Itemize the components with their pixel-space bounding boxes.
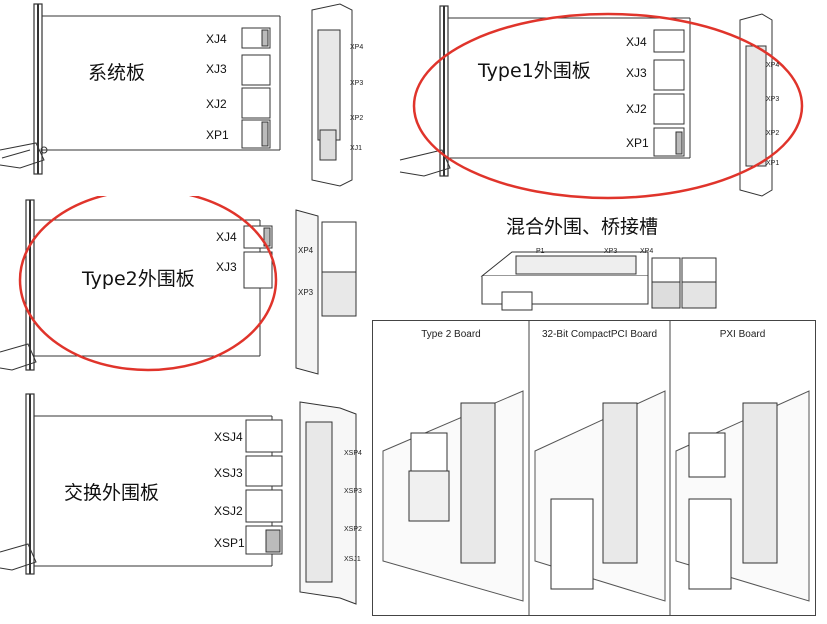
system-board-side-label-0: XP4 [350,44,364,51]
type1-board-side-label-0: XP4 [766,62,780,69]
system-board-panel: 系统板 XJ4 XJ3 XJ2 XP1 XP4 XP3 XP2 XJ1 [0,0,380,190]
type2-board-connector-xj3: XJ3 [216,260,237,274]
system-board-drawing [0,3,353,187]
hybrid-slot-label-xp4: XP4 [640,248,654,255]
switch-board-side-label-3: XSJ1 [344,556,361,563]
system-board-title: 系统板 [88,62,146,84]
comparison-label-type2: Type 2 Board [421,329,481,340]
comparison-drawing [382,321,810,615]
type2-board-side-label-0: XP4 [298,246,314,255]
type1-board-connector-xp1: XP1 [626,136,649,150]
hybrid-slot-label-p1: P1 [536,248,545,255]
type1-board-panel: Type1外围板 XJ4 XJ3 XJ2 XP1 XP4 XP3 XP2 XP1 [390,0,827,200]
type1-highlight-ellipse [412,12,804,200]
switch-board-connector-xsj3: XSJ3 [214,466,243,480]
type1-board-connector-xj4: XJ4 [626,35,647,49]
switch-board-connector-xsp1: XSP1 [214,536,245,550]
switch-board-side-label-2: XSP2 [344,526,362,533]
type2-board-title: Type2外围板 [82,268,195,290]
type1-board-side-label-2: XP2 [766,130,780,137]
type2-board-connector-xj4: XJ4 [216,230,237,244]
switch-board-panel: 交换外围板 XSJ4 XSJ3 XSJ2 XSP1 XSP4 XSP3 XSP2… [0,390,370,624]
type2-highlight-ellipse [18,196,278,372]
hybrid-slot-drawing [480,251,717,311]
type1-board-drawing [399,5,804,200]
switch-board-drawing [0,393,357,605]
switch-board-side-label-0: XSP4 [344,450,362,457]
type1-board-connector-xj3: XJ3 [626,66,647,80]
type2-board-side-label-1: XP3 [298,288,314,297]
switch-board-connector-xsj2: XSJ2 [214,504,243,518]
system-board-side-label-3: XJ1 [350,145,363,152]
system-board-connector-xp1: XP1 [206,128,229,142]
system-board-connector-xj4: XJ4 [206,32,227,46]
type1-board-side-label-3: XP1 [766,160,780,167]
comparison-label-cpci: 32-Bit CompactPCI Board [541,329,658,340]
system-board-side-label-1: XP3 [350,80,364,87]
switch-board-side-label-1: XSP3 [344,488,362,495]
comparison-panel: Type 2 Board 32-Bit CompactPCI Board PXI… [372,320,816,616]
switch-board-connector-xsj4: XSJ4 [214,430,243,444]
comparison-label-pxi: PXI Board [719,329,766,340]
system-board-connector-xj2: XJ2 [206,97,227,111]
type2-board-drawing [0,196,357,375]
hybrid-slot-title: 混合外围、桥接槽 [506,216,659,238]
hybrid-slot-label-xp3: XP3 [604,248,618,255]
type1-board-connector-xj2: XJ2 [626,102,647,116]
hybrid-slot-panel: 混合外围、桥接槽 P1 XP3 XP4 [472,204,827,320]
system-board-connector-xj3: XJ3 [206,62,227,76]
system-board-side-label-2: XP2 [350,115,364,122]
type1-board-side-label-1: XP3 [766,96,780,103]
switch-board-title: 交换外围板 [64,482,160,504]
type2-board-panel: Type2外围板 XJ4 XJ3 XP4 XP3 [0,196,370,386]
type1-board-title: Type1外围板 [478,60,591,82]
